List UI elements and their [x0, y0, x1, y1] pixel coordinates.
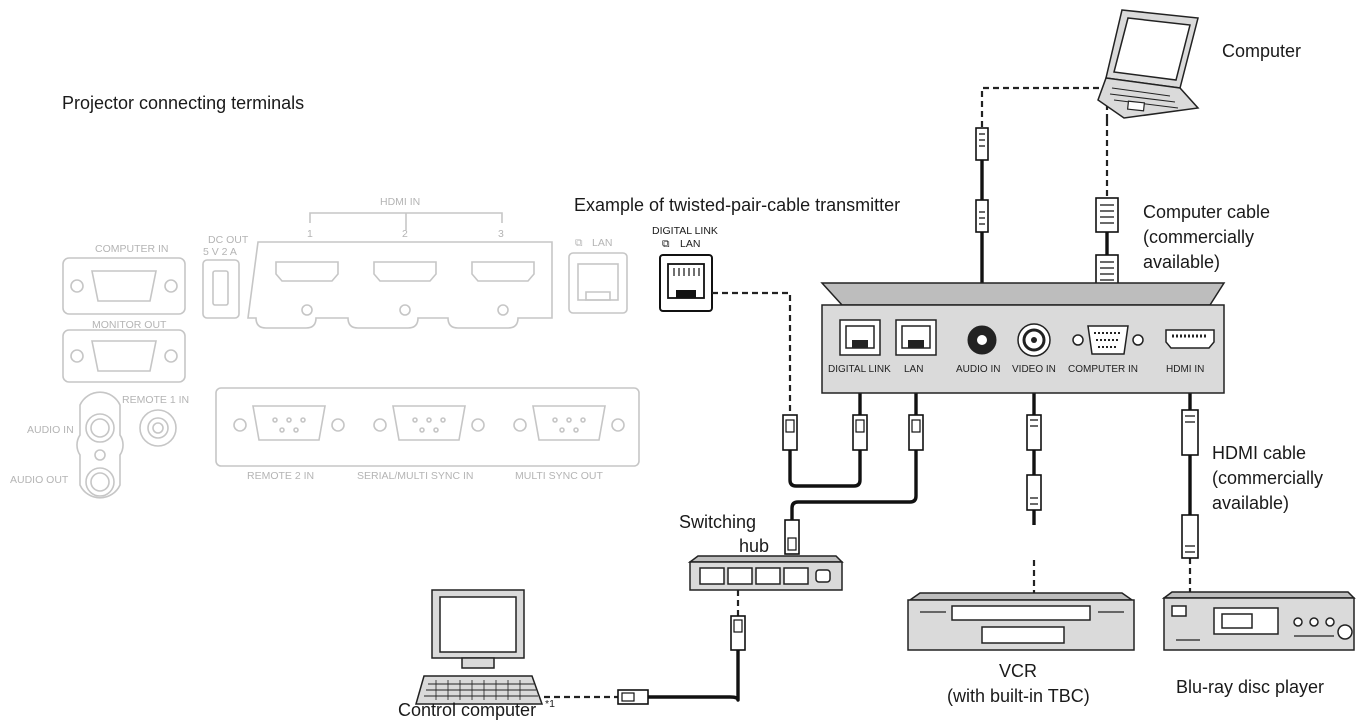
switching-hub-label-2: hub	[739, 536, 769, 556]
dc-out-rating: 5 V 2 A	[203, 246, 237, 258]
digital-link-plug-right	[852, 414, 868, 451]
computer-label: Computer	[1222, 41, 1301, 61]
transmitter-digital-link-label: DIGITAL LINK	[828, 364, 891, 375]
monitor-out-label: MONITOR OUT	[92, 319, 167, 331]
digital-link-lan-icon: ⧉	[662, 238, 670, 250]
control-computer-cable	[648, 650, 740, 702]
serial-multi-sync-in-label: SERIAL/MULTI SYNC IN	[357, 470, 474, 482]
control-computer-plug-hub	[730, 615, 746, 651]
audio-out-jack	[90, 472, 110, 492]
transmitter-video-in-jack	[1017, 323, 1051, 357]
transmitter-lan-label: LAN	[904, 364, 923, 375]
dc-out-plate	[202, 259, 240, 319]
hdmi-2-port	[373, 261, 437, 316]
vcr-tbc-label: (with built-in TBC)	[947, 686, 1090, 706]
control-computer	[415, 589, 544, 705]
remote-2-in-port	[233, 405, 345, 441]
lan-plate	[568, 252, 628, 314]
computer-cable-label-2: (commercially	[1143, 227, 1254, 247]
vga-plug-top	[1095, 197, 1119, 233]
hdmi-plug-top	[1181, 409, 1199, 456]
digital-link-plug-left	[782, 414, 798, 451]
bluray-label: Blu-ray disc player	[1176, 677, 1324, 697]
audio-in-jack	[90, 418, 110, 438]
vcr	[907, 592, 1135, 651]
transmitter-hdmi-in-label: HDMI IN	[1166, 364, 1204, 375]
dc-out-label: DC OUT	[208, 234, 249, 246]
audio-plate	[76, 391, 124, 499]
digital-link-lan-label: LAN	[680, 238, 700, 250]
digital-link-label: DIGITAL LINK	[652, 225, 718, 237]
hdmi-in-label: HDMI IN	[380, 196, 420, 208]
lan-label: LAN	[592, 237, 612, 249]
serial-multi-sync-in-port	[373, 405, 485, 441]
hdmi-cable-label-3: available)	[1212, 493, 1289, 513]
computer-in-label: COMPUTER IN	[95, 243, 169, 255]
computer-audio-dashed-link	[980, 86, 1109, 128]
hdmi-cable-label-1: HDMI cable	[1212, 443, 1306, 463]
computer-cable-label-3: available)	[1143, 252, 1220, 272]
transmitter-computer-in-port	[1072, 325, 1144, 355]
hub-lan-plug	[784, 519, 800, 555]
transmitter-audio-in-jack	[967, 325, 997, 355]
laptop-computer	[1097, 9, 1200, 119]
audio-plug-bottom	[975, 199, 989, 233]
control-computer-label: Control computer	[398, 700, 536, 720]
twisted-pair-transmitter: DIGITAL LINK LAN AUDIO IN VIDEO IN COMPU…	[820, 282, 1226, 394]
hdmi-1-port	[275, 261, 339, 316]
serial-plate	[215, 387, 640, 467]
lan-plug	[908, 414, 924, 451]
transmitter-computer-in-label: COMPUTER IN	[1068, 364, 1138, 375]
hdmi-plate	[247, 241, 553, 329]
hdmi-plug-bottom	[1181, 514, 1199, 559]
hdmi-3-label: 3	[498, 228, 504, 240]
hdmi-2-label: 2	[402, 228, 408, 240]
monitor-out-plate	[62, 329, 186, 383]
multi-sync-out-port	[513, 405, 625, 441]
rca-plug-top	[1026, 414, 1042, 451]
projector-panel: COMPUTER IN MONITOR OUT DC OUT 5 V 2 A H…	[10, 196, 718, 499]
computer-cable-label-1: Computer cable	[1143, 202, 1270, 222]
usb-port	[212, 270, 229, 306]
digital-link-cable	[788, 450, 862, 488]
switching-hub-label-1: Switching	[679, 512, 756, 532]
remote-1-jack	[139, 409, 177, 447]
digital-link-dashed-link	[712, 291, 792, 415]
lan-icon: ⧉	[575, 237, 583, 249]
computer-in-port	[91, 270, 157, 302]
rca-plug-bottom	[1026, 474, 1042, 511]
projector-terminals-heading: Projector connecting terminals	[62, 93, 304, 113]
vcr-label: VCR	[999, 661, 1037, 681]
audio-plug-top	[975, 127, 989, 161]
computer-in-plate	[62, 257, 186, 315]
transmitter-hdmi-in-port	[1165, 329, 1215, 349]
remote-1-in-label: REMOTE 1 IN	[122, 394, 189, 406]
hdmi-cable-label-2: (commercially	[1212, 468, 1323, 488]
monitor-out-port	[91, 340, 157, 372]
audio-in-label: AUDIO IN	[27, 424, 74, 436]
control-computer-footnote: *1	[545, 698, 555, 710]
bluray-player	[1161, 591, 1356, 651]
audio-out-label: AUDIO OUT	[10, 474, 69, 486]
remote-2-in-label: REMOTE 2 IN	[247, 470, 314, 482]
transmitter-example-heading: Example of twisted-pair-cable transmitte…	[574, 195, 900, 215]
transmitter-digital-link-port	[839, 319, 881, 356]
transmitter-audio-in-label: AUDIO IN	[956, 364, 1000, 375]
multi-sync-out-label: MULTI SYNC OUT	[515, 470, 603, 482]
transmitter-lan-port	[895, 319, 937, 356]
switching-hub	[687, 555, 844, 591]
hdmi-1-label: 1	[307, 228, 313, 240]
control-computer-plug-pc	[617, 689, 649, 705]
hdmi-3-port	[471, 261, 535, 316]
transmitter-video-in-label: VIDEO IN	[1012, 364, 1056, 375]
